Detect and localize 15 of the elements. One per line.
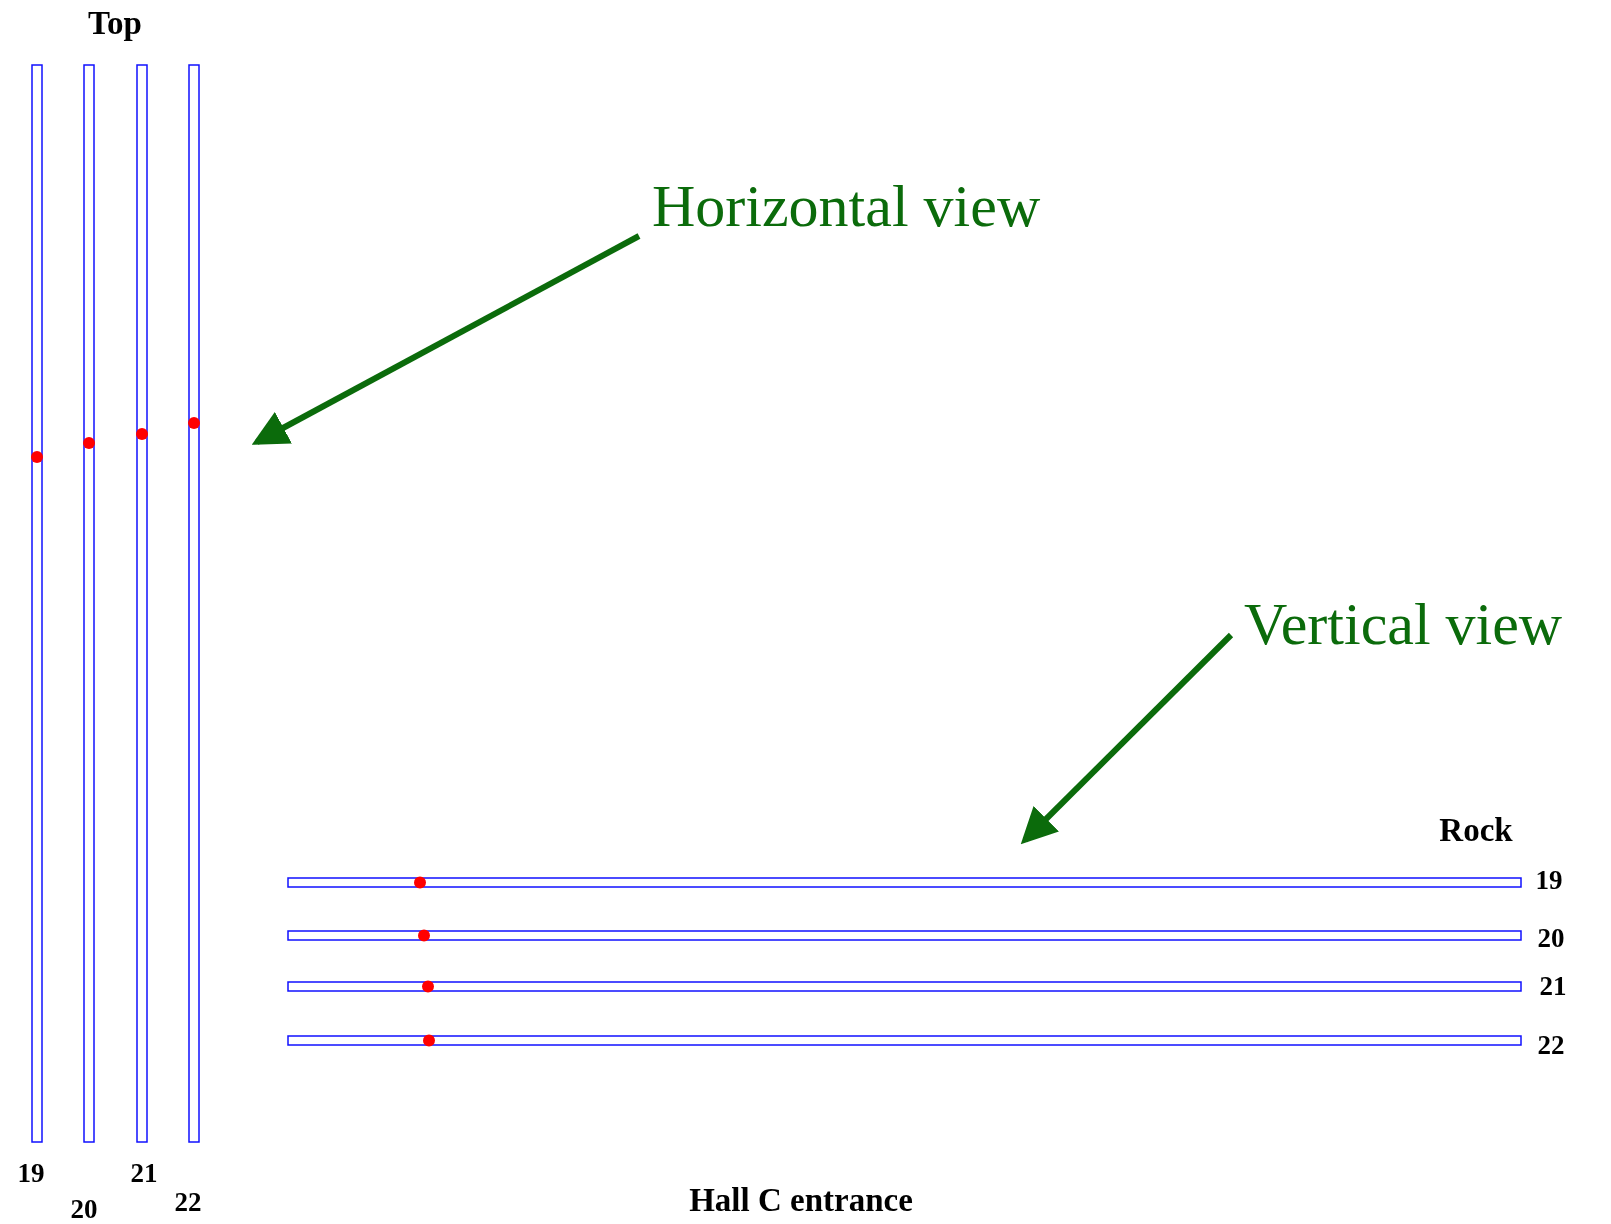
position-label: Hall C entrance <box>689 1183 913 1217</box>
strip-number: 20 <box>1537 924 1565 952</box>
view-label: Horizontal view <box>652 176 1041 236</box>
strip-number: 21 <box>130 1159 158 1187</box>
position-label: Rock <box>1439 813 1513 847</box>
position-label: Top <box>88 6 142 40</box>
strip-number: 20 <box>70 1195 98 1223</box>
strip-number: 21 <box>1539 972 1567 1000</box>
strip-number: 22 <box>174 1188 202 1216</box>
view-label: Vertical view <box>1244 594 1563 654</box>
arrow <box>1020 632 1234 845</box>
arrow <box>251 233 641 445</box>
strip-number: 19 <box>1535 866 1563 894</box>
strip-number: 22 <box>1537 1031 1565 1059</box>
strip-number: 19 <box>17 1159 45 1187</box>
